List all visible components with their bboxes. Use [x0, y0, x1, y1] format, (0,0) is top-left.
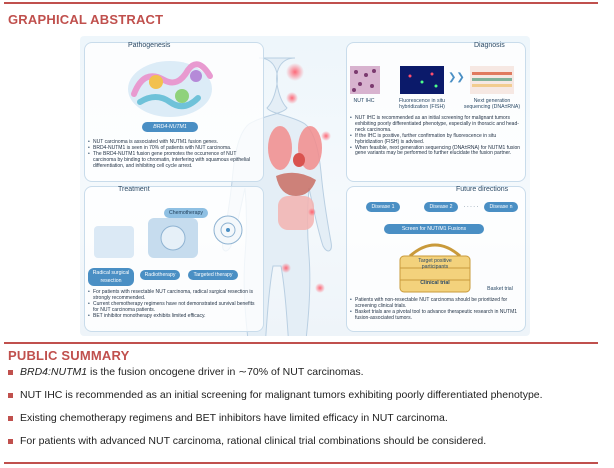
screen-label: Screen for NUT/M1 Fusions [384, 224, 484, 234]
future-bullets: Patients with non-resectable NUT carcino… [350, 297, 524, 322]
top-rule [4, 2, 598, 4]
treatment-heading: Treatment [118, 186, 150, 193]
diagnosis-bullets: NUT IHC is recommended as an initial scr… [350, 115, 524, 158]
summary-item: For patients with advanced NUT carcinoma… [8, 435, 598, 458]
clinical-trial-label: Clinical trial [420, 280, 450, 286]
fish-image [400, 66, 444, 94]
chemotherapy-label: Chemotherapy [164, 208, 208, 218]
disease-n-label: Disease n [484, 202, 518, 212]
pathogenesis-bullet: BRD4-NUTM1 is seen in 70% of patients wi… [88, 145, 260, 152]
diagnosis-bullet: When feasible, next generation sequencin… [350, 145, 524, 158]
bullet-square-icon [8, 370, 13, 375]
chromatin-illustration [128, 61, 213, 117]
summary-item: BRD4:NUTM1 is the fusion oncogene driver… [8, 366, 598, 389]
targeted-therapy-label: Targeted therapy [188, 270, 238, 280]
future-heading: Future directions [456, 186, 509, 193]
ihc-image [350, 66, 380, 94]
public-summary-title: PUBLIC SUMMARY [8, 348, 130, 363]
arrow-right-icon: ❯❯ [448, 72, 465, 83]
disease-ellipsis: · · · · · [463, 204, 479, 210]
diagnosis-method-ihc: NUT IHC [353, 98, 375, 104]
basket-illustration [399, 243, 471, 293]
treatment-bullet: BET inhibitor monotherapy exhibits limit… [88, 313, 260, 320]
pathogenesis-bullets: NUT carcinoma is associated with NUTM1 f… [88, 139, 260, 170]
diagnosis-method-ngs: Next generation sequencing (DNA±RNA) [463, 98, 521, 110]
treatment-bullet: For patients with resectable NUT carcino… [88, 289, 260, 302]
treatment-bullets: For patients with resectable NUT carcino… [88, 289, 260, 320]
summary-text: Existing chemotherapy regimens and BET i… [20, 412, 448, 424]
middle-rule [4, 342, 598, 344]
graphical-abstract-title: GRAPHICAL ABSTRACT [8, 12, 164, 27]
summary-text: For patients with advanced NUT carcinoma… [20, 435, 487, 447]
basket-trial-label: Basket trial [487, 286, 513, 292]
bullet-square-icon [8, 439, 13, 444]
future-bullet: Patients with non-resectable NUT carcino… [350, 297, 524, 310]
future-bullet: Basket trials are a pivotal tool to adva… [350, 309, 524, 322]
bottom-rule [4, 462, 598, 464]
summary-item: Existing chemotherapy regimens and BET i… [8, 412, 598, 435]
graphical-abstract-figure: Pathogenesis BRD4-NUTM1 NUT carcinoma is… [80, 36, 530, 336]
treatment-illustration [94, 215, 243, 258]
summary-lead: BRD4:NUTM1 [20, 366, 88, 378]
treatment-bullet: Current chemotherapy regimens have not d… [88, 301, 260, 314]
summary-text: NUT IHC is recommended as an initial scr… [20, 389, 543, 401]
diagnosis-bullet: NUT IHC is recommended as an initial scr… [350, 115, 524, 134]
ngs-image [470, 66, 514, 94]
diagnosis-method-fish: Fluorescence in situ hybridization (FISH… [398, 98, 446, 110]
pathogenesis-bullet: NUT carcinoma is associated with NUTM1 f… [88, 139, 260, 146]
diagnosis-heading: Diagnosis [474, 42, 505, 49]
disease-1-label: Disease 1 [366, 202, 400, 212]
disease-2-label: Disease 2 [424, 202, 458, 212]
diagnosis-card [346, 42, 526, 182]
pathogenesis-heading: Pathogenesis [128, 42, 171, 49]
diagnosis-bullet: If the IHC is positive, further confirma… [350, 133, 524, 146]
summary-text: is the fusion oncogene driver in ∼70% of… [87, 366, 364, 378]
surgery-label: Radical surgical resection [88, 268, 134, 286]
target-participants-label: Target positive participants [418, 258, 452, 270]
bullet-square-icon [8, 393, 13, 398]
public-summary-list: BRD4:NUTM1 is the fusion oncogene driver… [8, 366, 598, 458]
pathogenesis-bullet: The BRD4-NUTM1 fusion gene promotes the … [88, 151, 260, 170]
bullet-square-icon [8, 416, 13, 421]
fusion-label: BRD4-NUTM1 [142, 122, 198, 132]
summary-item: NUT IHC is recommended as an initial scr… [8, 389, 598, 412]
radiotherapy-label: Radiotherapy [140, 270, 180, 280]
